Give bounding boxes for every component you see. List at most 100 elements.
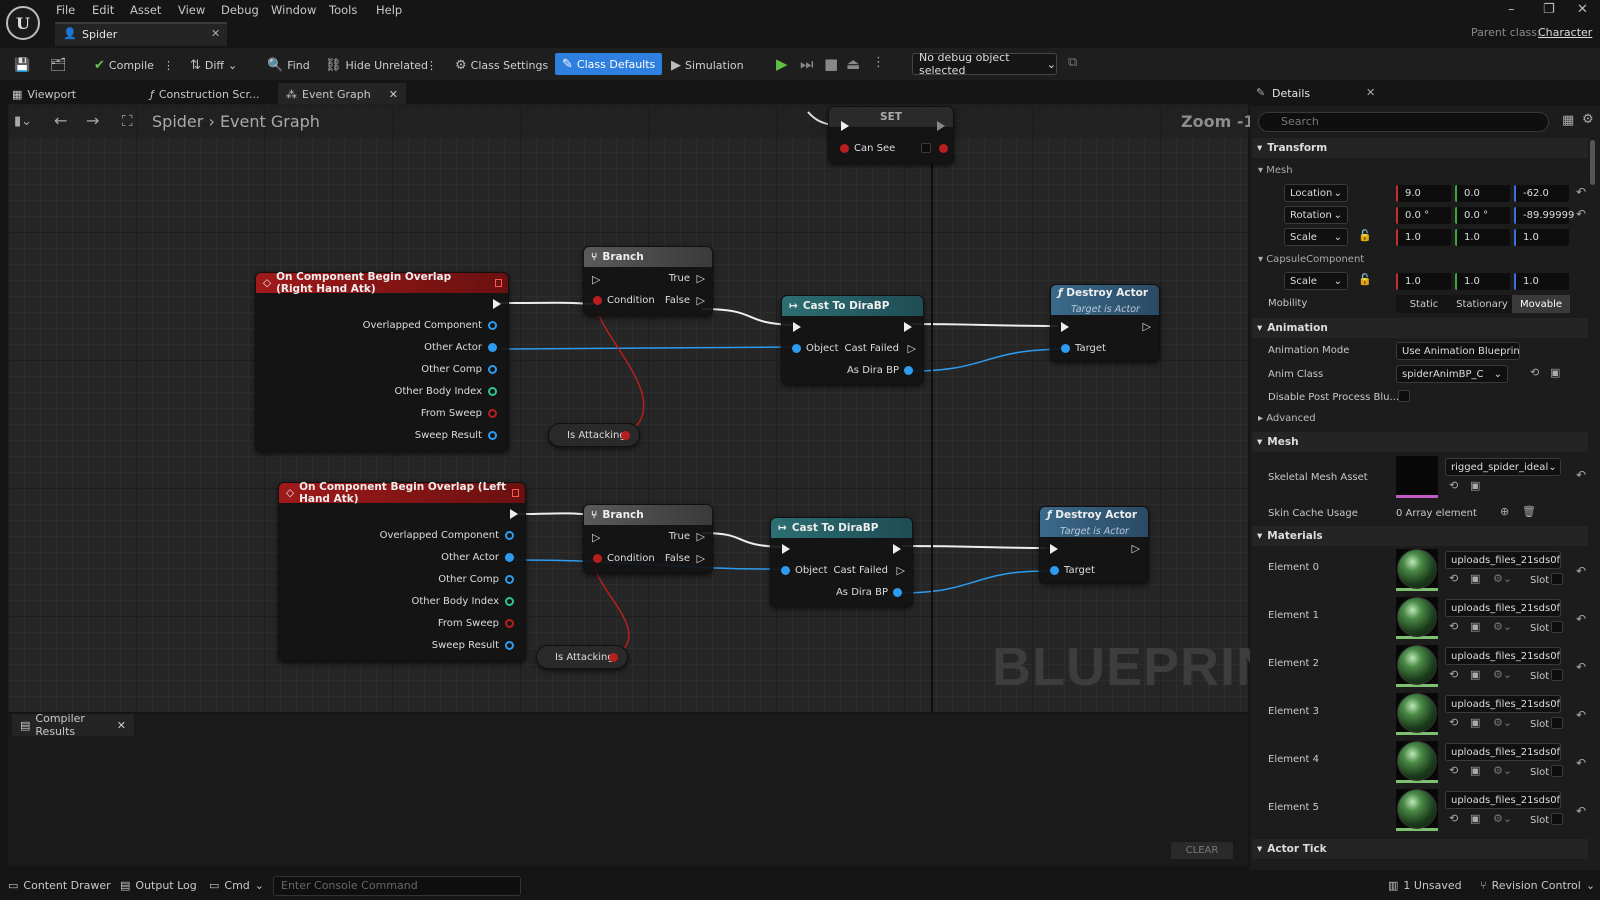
rotation-y-field[interactable]: 0.0 ° — [1455, 207, 1510, 224]
exec-out-pin-icon[interactable]: ▷ — [907, 342, 916, 355]
rotation-z-field[interactable]: -89.99999 — [1514, 207, 1574, 224]
capsule-scale-z-field[interactable]: 1.0 — [1514, 273, 1569, 290]
material-select[interactable]: uploads_files_21sds0f⌄ — [1445, 647, 1561, 665]
browse-icon[interactable]: ▣ — [1470, 812, 1481, 825]
browse-icon[interactable]: ▣ — [1470, 572, 1481, 585]
table-view-icon[interactable]: ▦ — [1562, 113, 1575, 128]
exec-in-pin[interactable] — [841, 121, 849, 131]
browse-icon[interactable]: ▣ — [1550, 366, 1561, 379]
use-selected-icon[interactable]: ⟲ — [1449, 572, 1459, 585]
exec-in-pin[interactable] — [782, 544, 790, 554]
cmd-button[interactable]: ▭Cmd⌄ — [209, 879, 264, 892]
unreal-logo-icon[interactable]: U — [6, 6, 40, 40]
debug-browse-icon[interactable]: ⧉ — [1068, 55, 1078, 70]
use-selected-icon[interactable]: ⟲ — [1530, 366, 1540, 379]
advanced-expander[interactable]: ▸ Advanced — [1258, 413, 1316, 424]
reset-icon[interactable]: ↶ — [1576, 708, 1587, 722]
mobility-stationary-button[interactable]: Stationary — [1452, 295, 1512, 313]
parent-class-link[interactable]: Character — [1538, 26, 1593, 39]
bool-pin[interactable] — [488, 409, 497, 418]
more-options-icon[interactable]: ⋮ — [426, 58, 437, 72]
set-node[interactable]: SET Can See — [828, 106, 954, 164]
exec-in-pin[interactable] — [793, 322, 801, 332]
exec-in-pin-icon[interactable]: ▷ — [592, 531, 601, 544]
target-pin[interactable] — [1061, 344, 1070, 353]
skeletal-mesh-thumbnail[interactable] — [1396, 456, 1438, 498]
tab-event-graph[interactable]: ⁂Event Graph✕ — [278, 83, 406, 105]
mobility-movable-button[interactable]: Movable — [1512, 295, 1570, 313]
reset-icon[interactable]: ↶ — [1576, 468, 1587, 482]
location-z-field[interactable]: -62.0 — [1514, 185, 1569, 202]
add-element-icon[interactable]: ⊕ — [1500, 505, 1510, 518]
condition-pin[interactable] — [593, 554, 602, 563]
slot-checkbox[interactable] — [1551, 765, 1563, 777]
lock-icon[interactable]: 🔓 — [1358, 273, 1372, 286]
trash-icon[interactable]: 🗑 — [1522, 505, 1536, 518]
event-node-left-hand[interactable]: ◇On Component Begin Overlap (Left Hand A… — [278, 481, 526, 662]
material-thumbnail[interactable] — [1396, 693, 1438, 735]
scale-y-field[interactable]: 1.0 — [1455, 229, 1510, 246]
reset-icon[interactable]: ↶ — [1576, 756, 1587, 770]
category-transform[interactable]: ▾Transform — [1252, 138, 1588, 158]
menu-debug[interactable]: Debug — [221, 3, 259, 17]
object-pin[interactable] — [505, 553, 514, 562]
use-selected-icon[interactable]: ⟲ — [1449, 812, 1459, 825]
exec-out-pin[interactable] — [493, 299, 501, 309]
bool-pin[interactable] — [840, 144, 849, 153]
material-select[interactable]: uploads_files_21sds0f⌄ — [1445, 743, 1561, 761]
back-arrow-icon[interactable]: ← — [54, 111, 68, 130]
cast-node[interactable]: ↦Cast To DiraBP Object Cast Failed ▷ As … — [770, 517, 913, 607]
exec-out-pin[interactable] — [937, 121, 945, 131]
delegate-pin-icon[interactable] — [512, 489, 519, 497]
close-tab-icon[interactable]: ✕ — [116, 718, 126, 732]
exec-out-pin-icon[interactable]: ▷ — [696, 272, 705, 285]
exec-out-pin-icon[interactable]: ▷ — [896, 564, 905, 577]
material-thumbnail[interactable] — [1396, 789, 1438, 831]
object-pin[interactable] — [488, 321, 497, 330]
int-pin[interactable] — [488, 387, 497, 396]
compile-button[interactable]: ✔Compile — [94, 55, 154, 75]
object-pin[interactable] — [488, 365, 497, 374]
material-thumbnail[interactable] — [1396, 597, 1438, 639]
simulation-button[interactable]: ▶Simulation — [671, 55, 744, 75]
skeletal-mesh-select[interactable]: rigged_spider_ideal⌄ — [1445, 458, 1561, 476]
find-button[interactable]: 🔍Find — [267, 55, 310, 75]
class-settings-button[interactable]: ⚙Class Settings — [455, 55, 548, 75]
material-select[interactable]: uploads_files_21sds0f⌄ — [1445, 791, 1561, 809]
disable-post-process-checkbox[interactable] — [1398, 390, 1410, 402]
material-slot-options-icon[interactable]: ⚙⌄ — [1493, 716, 1513, 729]
reset-icon[interactable]: ↶ — [1576, 612, 1587, 626]
event-node-right-hand[interactable]: ◇On Component Begin Overlap (Right Hand … — [255, 271, 509, 452]
material-slot-options-icon[interactable]: ⚙⌄ — [1493, 668, 1513, 681]
material-select[interactable]: uploads_files_21sds0f⌄ — [1445, 599, 1561, 617]
location-x-field[interactable]: 9.0 — [1396, 185, 1451, 202]
diff-button[interactable]: ⇅Diff⌄ — [190, 55, 237, 75]
bool-out-pin[interactable] — [939, 144, 948, 153]
material-slot-options-icon[interactable]: ⚙⌄ — [1493, 812, 1513, 825]
console-input[interactable]: Enter Console Command — [273, 876, 521, 896]
asset-tab[interactable]: 👤 Spider ✕ — [55, 22, 227, 46]
mobility-static-button[interactable]: Static — [1396, 295, 1452, 313]
material-select[interactable]: uploads_files_21sds0f⌄ — [1445, 695, 1561, 713]
debug-object-select[interactable]: No debug object selected⌄ — [912, 51, 1057, 77]
slot-checkbox[interactable] — [1551, 621, 1563, 633]
material-slot-options-icon[interactable]: ⚙⌄ — [1493, 572, 1513, 585]
reset-icon[interactable]: ↶ — [1576, 207, 1587, 221]
eject-icon[interactable]: ⏏ — [846, 55, 861, 73]
material-select[interactable]: uploads_files_21sds0f⌄ — [1445, 551, 1561, 569]
category-animation[interactable]: ▾Animation — [1252, 318, 1588, 338]
menu-window[interactable]: Window — [271, 3, 317, 17]
capsule-scale-mode-select[interactable]: Scale⌄ — [1284, 272, 1348, 290]
material-thumbnail[interactable] — [1396, 741, 1438, 783]
is-attacking-getter[interactable]: Is Attacking — [548, 423, 640, 447]
output-log-button[interactable]: ▤Output Log — [120, 879, 197, 892]
object-pin[interactable] — [488, 343, 497, 352]
reset-icon[interactable]: ↶ — [1576, 564, 1587, 578]
rotation-x-field[interactable]: 0.0 ° — [1396, 207, 1451, 224]
category-mesh[interactable]: ▾Mesh — [1252, 432, 1588, 452]
use-selected-icon[interactable]: ⟲ — [1449, 716, 1459, 729]
exec-out-pin[interactable] — [904, 322, 912, 332]
exec-out-pin-icon[interactable]: ▷ — [1131, 542, 1140, 555]
slot-checkbox[interactable] — [1551, 813, 1563, 825]
revision-control-button[interactable]: ⑂Revision Control⌄ — [1480, 879, 1595, 892]
